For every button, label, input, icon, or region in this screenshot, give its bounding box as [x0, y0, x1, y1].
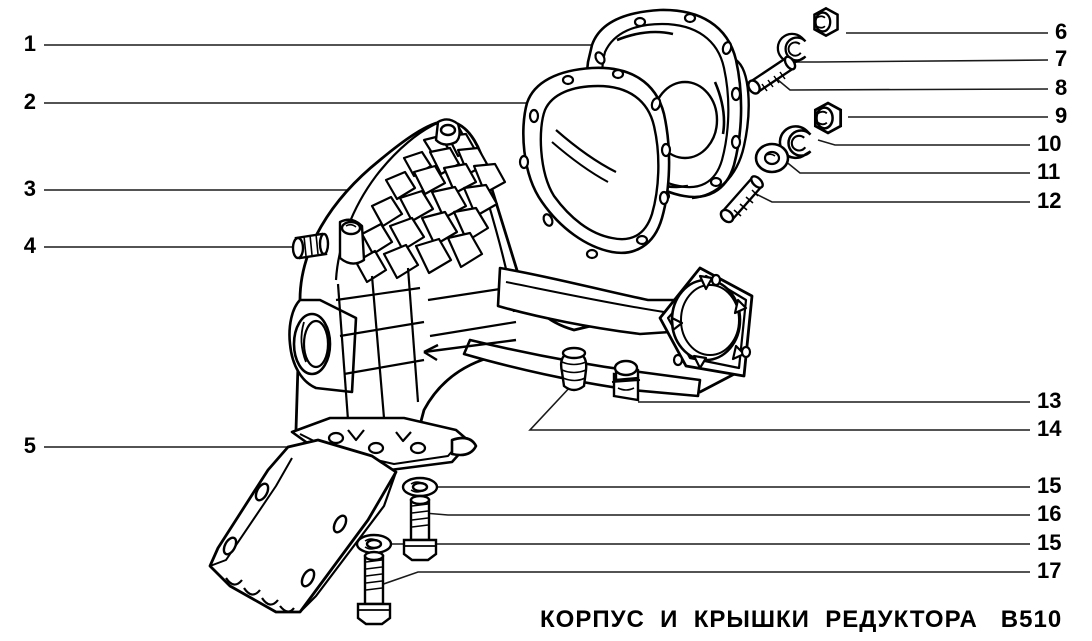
callout-4: 4 [23, 233, 36, 258]
part-9-hex-nut-lower [813, 101, 843, 135]
part-11-flat-washer [754, 142, 790, 174]
callout-13: 13 [1037, 388, 1062, 413]
callout-5: 5 [23, 433, 36, 458]
callout-10: 10 [1037, 131, 1062, 156]
callout-15-upper: 15 [1037, 473, 1062, 498]
callout-16: 16 [1037, 501, 1062, 526]
part-13-breather-vent [611, 359, 641, 402]
callout-2: 2 [23, 89, 36, 114]
part-16-hex-bolt-short [402, 494, 438, 562]
diagram-caption: КОРПУС И КРЫШКИ РЕДУКТОРА B510 [540, 606, 1063, 633]
part-14-drain-plug [559, 346, 588, 392]
callout-15-lower: 15 [1037, 530, 1062, 555]
part-6-hex-nut-upper [813, 7, 839, 37]
part-8-stud-upper [747, 55, 797, 95]
callout-1: 1 [23, 31, 36, 56]
part-5-mounting-plate [208, 438, 398, 614]
housing-triangular-flange [658, 266, 754, 378]
callout-7: 7 [1055, 46, 1068, 71]
callout-6: 6 [1055, 19, 1068, 44]
callout-12: 12 [1037, 188, 1062, 213]
part-17-hex-bolt-long [356, 550, 392, 626]
callout-9: 9 [1055, 103, 1068, 128]
part-4-threaded-plug-small [291, 232, 330, 260]
callout-3: 3 [23, 176, 36, 201]
part-3-reducer-housing-body [288, 118, 744, 472]
callout-17: 17 [1037, 558, 1062, 583]
part-12-stud-lower [719, 175, 764, 224]
part-15-spring-washer-upper [401, 476, 439, 498]
callout-8: 8 [1055, 75, 1068, 100]
callout-14: 14 [1037, 416, 1062, 441]
callout-11: 11 [1037, 159, 1061, 184]
part-2-cover-gasket [518, 66, 672, 260]
part-15-spring-washer-lower [355, 533, 393, 555]
